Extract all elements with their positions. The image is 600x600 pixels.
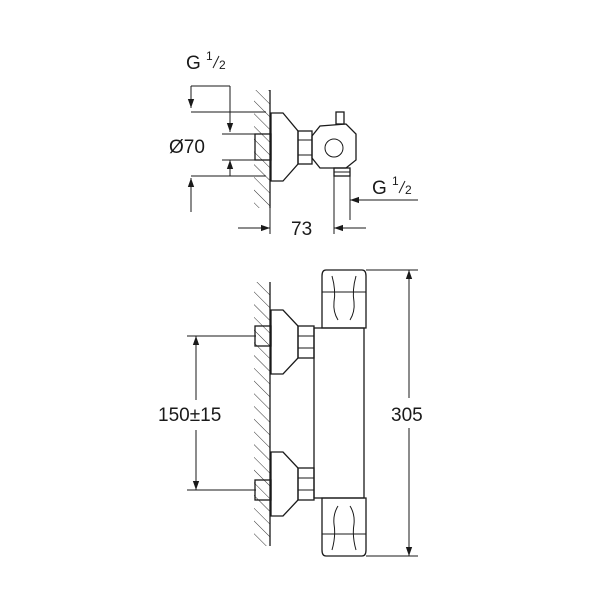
spacing-label: 150±15	[158, 405, 221, 426]
height-label: 305	[391, 405, 423, 426]
escutcheon	[270, 112, 299, 182]
g-side-label: G	[372, 178, 387, 199]
top-view: G 1 2 Ø70 G 1 2 73	[169, 49, 418, 240]
svg-text:2: 2	[405, 183, 412, 197]
depth-label: 73	[291, 219, 312, 240]
g-top-label: G	[186, 53, 201, 74]
escutcheon-nut	[297, 130, 313, 165]
wall-hatch-top	[254, 90, 270, 208]
bottom-handle	[321, 497, 367, 557]
svg-text:1: 1	[392, 174, 399, 188]
wall-hatch-bottom	[254, 282, 270, 546]
svg-text:1: 1	[206, 49, 213, 63]
mixer-body-side	[311, 123, 357, 169]
front-view: 150±15 305	[158, 269, 423, 557]
mixer-body-front	[313, 327, 365, 499]
top-handle	[321, 269, 367, 329]
diameter-label: Ø70	[169, 137, 205, 158]
svg-text:2: 2	[219, 58, 226, 72]
